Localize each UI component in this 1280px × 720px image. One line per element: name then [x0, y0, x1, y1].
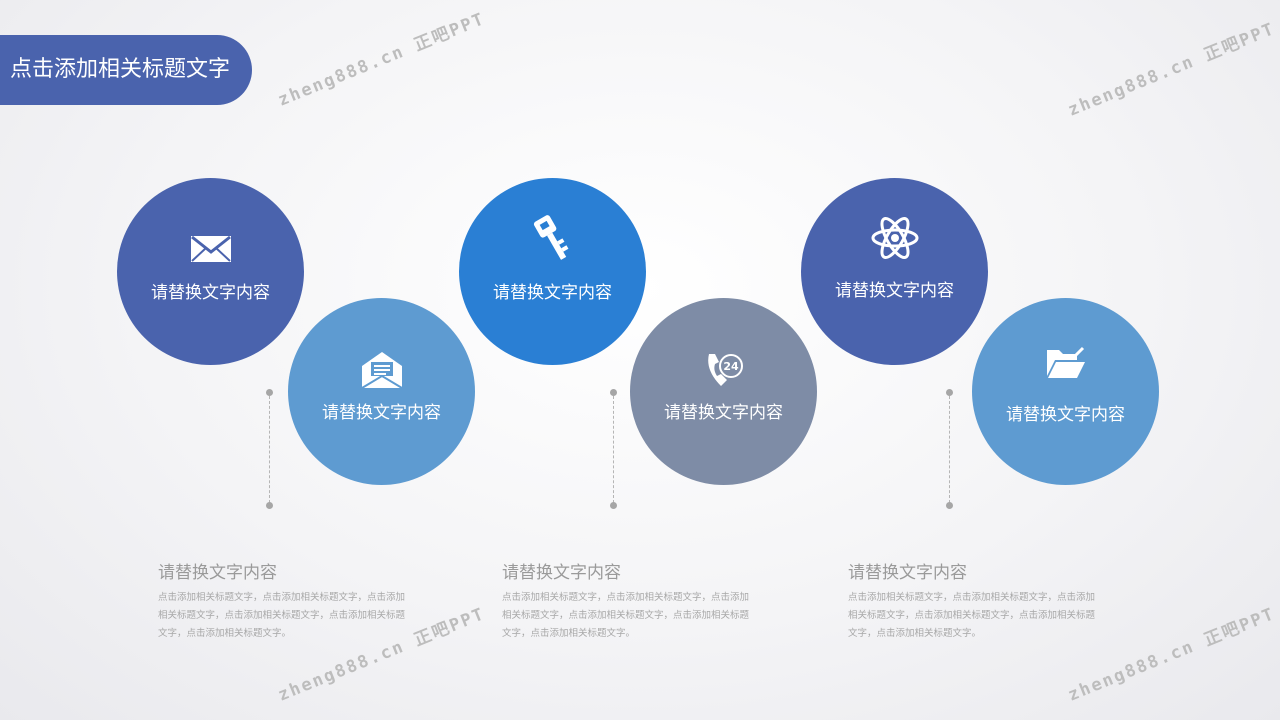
circle-label: 请替换文字内容 — [1006, 405, 1125, 425]
phone-24-icon: 24 — [630, 348, 817, 388]
text-block: 请替换文字内容点击添加相关标题文字，点击添加相关标题文字，点击添加相关标题文字，… — [848, 558, 1098, 643]
circle-item: 请替换文字内容 — [972, 298, 1159, 485]
block-body: 点击添加相关标题文字，点击添加相关标题文字，点击添加相关标题文字，点击添加相关标… — [848, 592, 1096, 639]
circle-label: 请替换文字内容 — [493, 283, 612, 303]
circle-item: 请替换文字内容 — [288, 298, 475, 485]
open-envelope-icon — [288, 348, 475, 389]
block-body: 点击添加相关标题文字，点击添加相关标题文字，点击添加相关标题文字，点击添加相关标… — [158, 592, 406, 639]
svg-text:24: 24 — [723, 360, 739, 373]
circle-label: 请替换文字内容 — [151, 283, 270, 303]
circle-label: 请替换文字内容 — [322, 403, 441, 423]
block-body: 点击添加相关标题文字，点击添加相关标题文字，点击添加相关标题文字，点击添加相关标… — [502, 592, 750, 639]
connector — [610, 389, 618, 510]
connector — [946, 389, 954, 510]
circle-item: 请替换文字内容 — [801, 178, 988, 365]
slide-title: 点击添加相关标题文字 — [0, 35, 252, 105]
circle-item: 请替换文字内容 — [117, 178, 304, 365]
block-heading: 请替换文字内容 — [158, 563, 277, 583]
circle-item: 24 请替换文字内容 — [630, 298, 817, 485]
folder-icon — [972, 346, 1159, 386]
text-block: 请替换文字内容点击添加相关标题文字，点击添加相关标题文字，点击添加相关标题文字，… — [158, 558, 408, 643]
atom-icon — [801, 216, 988, 260]
block-heading: 请替换文字内容 — [502, 563, 621, 583]
key-icon — [459, 213, 646, 263]
text-block: 请替换文字内容点击添加相关标题文字，点击添加相关标题文字，点击添加相关标题文字，… — [502, 558, 752, 643]
circle-label: 请替换文字内容 — [835, 281, 954, 301]
connector — [266, 389, 274, 510]
circle-label: 请替换文字内容 — [664, 403, 783, 423]
envelope-icon — [117, 228, 304, 268]
block-heading: 请替换文字内容 — [848, 563, 967, 583]
circle-item: 请替换文字内容 — [459, 178, 646, 365]
watermark: zheng888.cn 正吧PPT — [275, 9, 489, 111]
watermark: zheng888.cn 正吧PPT — [1065, 19, 1279, 121]
